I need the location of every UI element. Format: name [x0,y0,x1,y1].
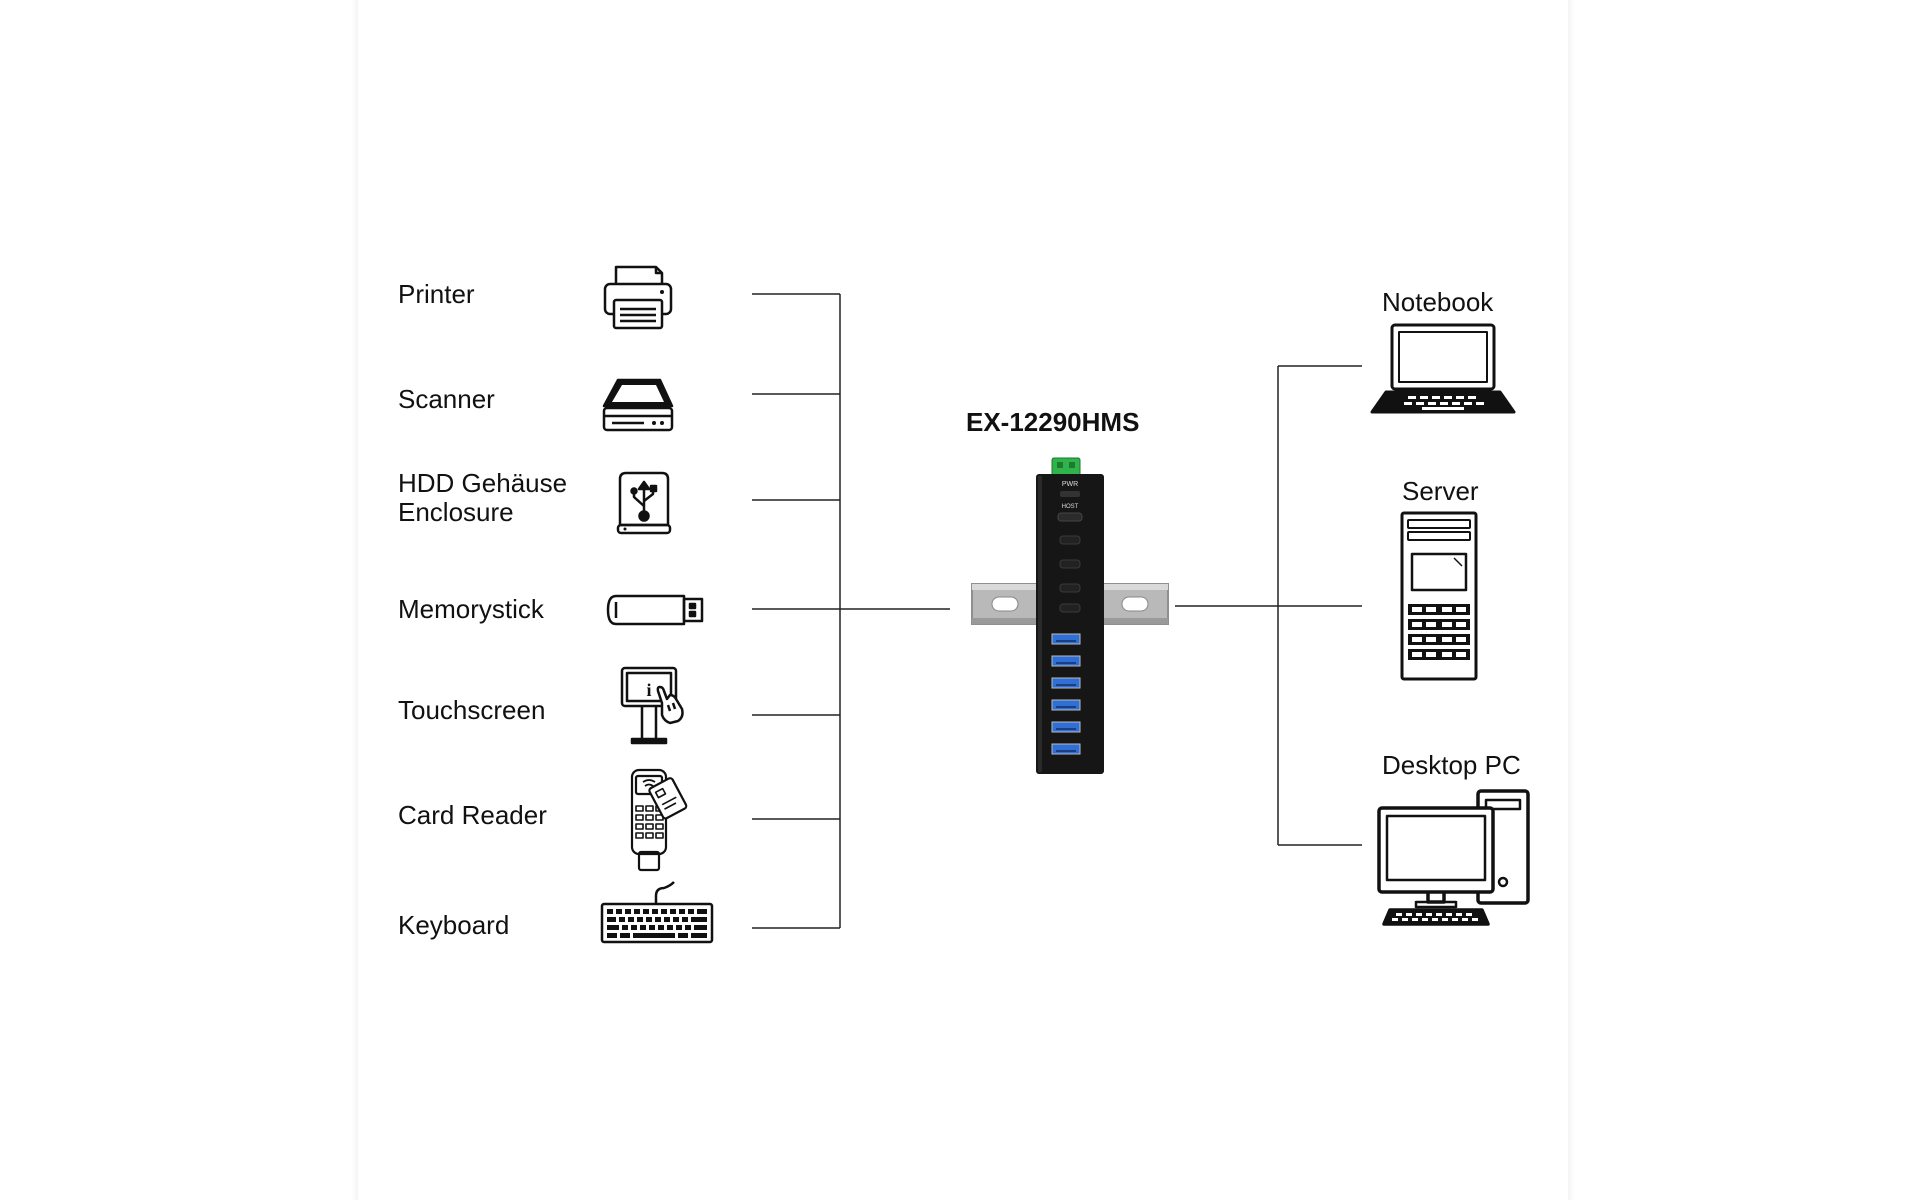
label-keyboard: Keyboard [398,910,509,940]
label-server: Server [1402,476,1479,506]
label-card-reader: Card Reader [398,800,547,830]
server-icon [1398,510,1480,682]
keyboard-icon [598,880,716,946]
notebook-icon [1368,322,1518,416]
label-memorystick: Memorystick [398,594,544,624]
device-title: EX-12290HMS [966,407,1139,438]
label-printer: Printer [398,279,475,309]
label-hdd-line2: Enclosure [398,497,514,527]
label-desktop-pc: Desktop PC [1382,750,1521,780]
label-touchscreen: Touchscreen [398,695,545,725]
label-notebook: Notebook [1382,287,1493,317]
hdd-enclosure-icon [614,470,674,536]
desktop-pc-icon [1376,788,1532,926]
svg-text:i: i [646,680,651,700]
usb-hub-device: PWR HOST [970,456,1172,776]
label-scanner: Scanner [398,384,495,414]
label-hdd-line1: HDD Gehäuse [398,468,567,498]
hub-pwr-label: PWR [1062,481,1078,488]
scanner-icon [600,376,676,434]
hub-terminal-block [1052,458,1080,476]
hub-host-label: HOST [1062,504,1079,510]
touchscreen-kiosk-icon: i [618,665,692,747]
usb-stick-icon [604,590,706,630]
card-reader-icon [620,766,692,874]
printer-icon [600,264,676,330]
